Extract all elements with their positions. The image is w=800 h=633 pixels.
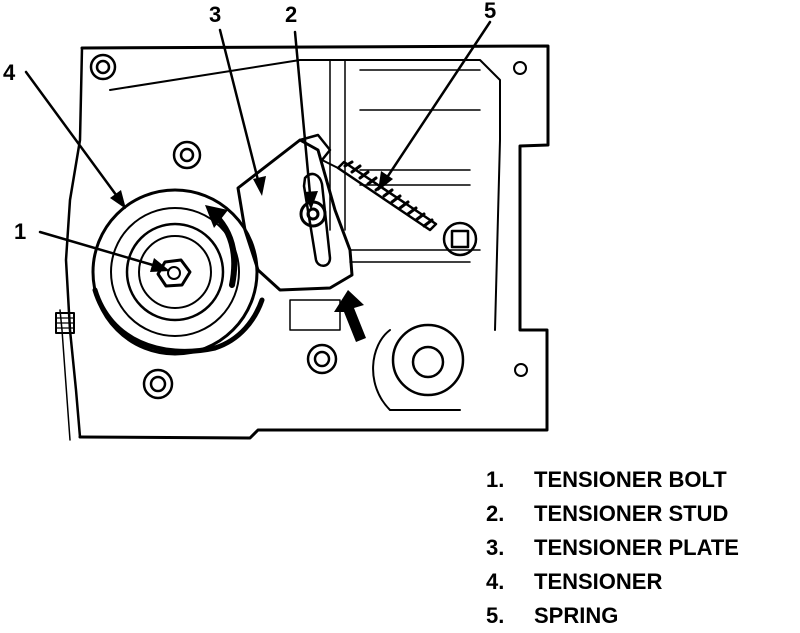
legend-label: TENSIONER PLATE [534,535,739,560]
plate-tab [298,133,332,162]
hole-top-right [513,61,527,75]
callout-1: 1 [14,219,27,244]
engine-block-outline [78,44,550,440]
callout-5: 5 [484,0,497,23]
engine-block-left-edge [64,46,84,439]
parts-legend: 1. TENSIONER BOLT 2. TENSIONER STUD 3. TENS… [486,463,739,633]
leader-line-2 [293,30,313,207]
legend-item: 2. TENSIONER STUD [486,497,739,531]
arrowhead-1 [150,258,170,272]
legend-item: 1. TENSIONER BOLT [486,463,739,497]
callout-3: 3 [209,2,222,27]
arrowhead-2 [304,191,318,210]
belt-edge [59,309,71,441]
lower-plate-line [349,249,481,263]
legend-label: SPRING [534,603,619,628]
legend-item: 4. TENSIONER [486,565,739,599]
arrowhead-5 [378,171,393,191]
legend-label: TENSIONER STUD [534,501,729,526]
legend-number: 1. [486,467,505,492]
callout-4: 4 [3,60,16,85]
hole-right-mid [514,363,528,377]
arrowhead-3 [253,176,266,196]
legend-label: TENSIONER BOLT [534,467,727,492]
legend-number: 2. [486,501,505,526]
bolt-top-left [89,53,117,81]
leader-line-3 [218,28,262,190]
plate-slot [302,172,332,267]
bolt-lower-left [142,368,174,400]
push-arrow [334,290,366,342]
tensioner-plate [236,138,354,292]
leader-line-4 [24,70,124,205]
tensioner-stud [299,200,327,228]
legend-number: 5. [486,603,505,628]
rotation-arrowhead [205,205,228,228]
lower-right-boss [372,323,465,411]
legend-item: 3. TENSIONER PLATE [486,531,739,565]
legend-label: TENSIONER [534,569,663,594]
legend-number: 4. [486,569,505,594]
leader-line-1 [38,230,165,270]
arrowhead-4 [110,190,126,209]
bolt-lower-middle [306,343,338,375]
inner-housing-top [109,59,501,331]
lower-housing [289,299,341,331]
callout-2: 2 [285,2,298,27]
legend-item: 5. SPRING [486,599,739,633]
spring-anchor-bolt [442,221,478,257]
leader-line-5 [380,20,492,187]
bolt-upper [172,140,202,170]
housing-ribs [359,69,481,186]
inner-housing-panel [329,59,346,231]
tensioner-pulley [91,188,265,356]
legend-number: 3. [486,535,505,560]
